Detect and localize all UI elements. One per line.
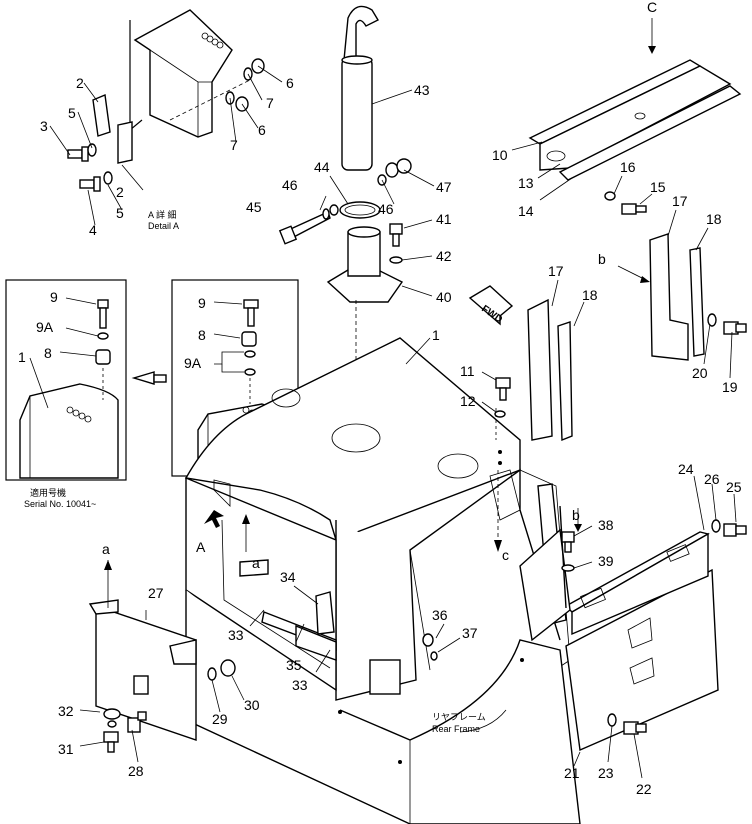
- detail-a-en-label: Detail A: [148, 221, 179, 231]
- callout-24: 24: [678, 461, 694, 477]
- serial-inset: 適用号機 Serial No. 10041~: [5, 279, 167, 509]
- fwd-arrow: FWD: [468, 285, 514, 326]
- callout-10: 10: [492, 147, 508, 163]
- callout-35: 35: [286, 657, 302, 673]
- callout-29: 29: [212, 711, 228, 727]
- callout-15: 15: [650, 179, 666, 195]
- callout-5: 5: [116, 205, 124, 221]
- callout-21: 21: [564, 765, 580, 781]
- callout-7: 7: [266, 95, 274, 111]
- right-panels-upper: [617, 209, 747, 379]
- view-b-right: b: [598, 251, 606, 267]
- callout-1: 1: [432, 327, 440, 343]
- callout-41: 41: [436, 211, 452, 227]
- callout-45: 45: [246, 199, 262, 215]
- callout-18: 18: [582, 287, 598, 303]
- callout-46: 46: [282, 177, 298, 193]
- exhaust-pipe: [278, 5, 435, 415]
- callout-46: 46: [378, 201, 394, 217]
- callout-6: 6: [258, 122, 266, 138]
- callout-40: 40: [436, 289, 452, 305]
- callout-22: 22: [636, 781, 652, 797]
- callout-17: 17: [672, 193, 688, 209]
- detail-a-cover: [133, 9, 233, 138]
- callout-9A: 9A: [184, 355, 202, 371]
- rear-frame-en-label: Rear Frame: [432, 724, 480, 734]
- callout-30: 30: [244, 697, 260, 713]
- callout-4: 4: [89, 222, 97, 238]
- callout-9: 9: [50, 289, 58, 305]
- callout-38: 38: [598, 517, 614, 533]
- callout-9: 9: [198, 295, 206, 311]
- detail-a-jp-label: A 詳 細: [148, 209, 177, 220]
- view-c-mid: c: [502, 547, 509, 563]
- callout-34: 34: [280, 569, 296, 585]
- callout-16: 16: [620, 159, 636, 175]
- callout-3: 3: [40, 118, 48, 134]
- view-b-mid: b: [572, 507, 580, 523]
- detail-a-group: A 詳 細 Detail A: [49, 9, 283, 231]
- callout-12: 12: [460, 393, 476, 409]
- callout-36: 36: [432, 607, 448, 623]
- serial-jp-label: 適用号機: [30, 487, 66, 498]
- callout-37: 37: [462, 625, 478, 641]
- top-right-covers: [511, 18, 742, 215]
- serial-en-label: Serial No. 10041~: [24, 499, 96, 509]
- callout-11: 11: [460, 363, 475, 379]
- callout-28: 28: [128, 763, 144, 779]
- left-panels-mid: [527, 279, 585, 442]
- callout-19: 19: [722, 379, 738, 395]
- callout-18: 18: [706, 211, 722, 227]
- callout-2: 2: [116, 184, 124, 200]
- view-C: C: [647, 0, 657, 15]
- rear-frame-jp-label: リヤフレーム: [432, 712, 486, 722]
- view-A: A: [196, 539, 206, 555]
- callout-7: 7: [230, 137, 238, 153]
- callout-5: 5: [68, 105, 76, 121]
- callout-31: 31: [58, 741, 74, 757]
- callout-33: 33: [228, 627, 244, 643]
- right-door-21: [519, 475, 747, 779]
- callout-2: 2: [76, 75, 84, 91]
- main-hood: [184, 337, 571, 701]
- callout-6: 6: [286, 75, 294, 91]
- callout-32: 32: [58, 703, 74, 719]
- hood-top: [184, 337, 521, 541]
- callout-8: 8: [44, 345, 52, 361]
- callout-42: 42: [436, 248, 452, 264]
- callout-39: 39: [598, 553, 614, 569]
- view-a-mid: a: [252, 555, 260, 571]
- callout-47: 47: [436, 179, 452, 195]
- callout-33: 33: [292, 677, 308, 693]
- callout-20: 20: [692, 365, 708, 381]
- callout-44: 44: [314, 159, 330, 175]
- left-door-27: [79, 560, 245, 763]
- callout-25: 25: [726, 479, 742, 495]
- rear-frame: リヤフレーム Rear Frame: [185, 590, 581, 824]
- callout-23: 23: [598, 765, 614, 781]
- view-a-left: a: [102, 541, 110, 557]
- callout-8: 8: [198, 327, 206, 343]
- callout-26: 26: [704, 471, 720, 487]
- callout-43: 43: [414, 82, 430, 98]
- callout-13: 13: [518, 175, 534, 191]
- callouts: 2 5 3 2 5 4 6 7 6 7 43 44 46 45 46 47 41…: [18, 0, 742, 797]
- callout-1-inset: 1: [18, 349, 26, 365]
- callout-27: 27: [148, 585, 164, 601]
- callout-9A: 9A: [36, 319, 54, 335]
- callout-17: 17: [548, 263, 564, 279]
- callout-14: 14: [518, 203, 534, 219]
